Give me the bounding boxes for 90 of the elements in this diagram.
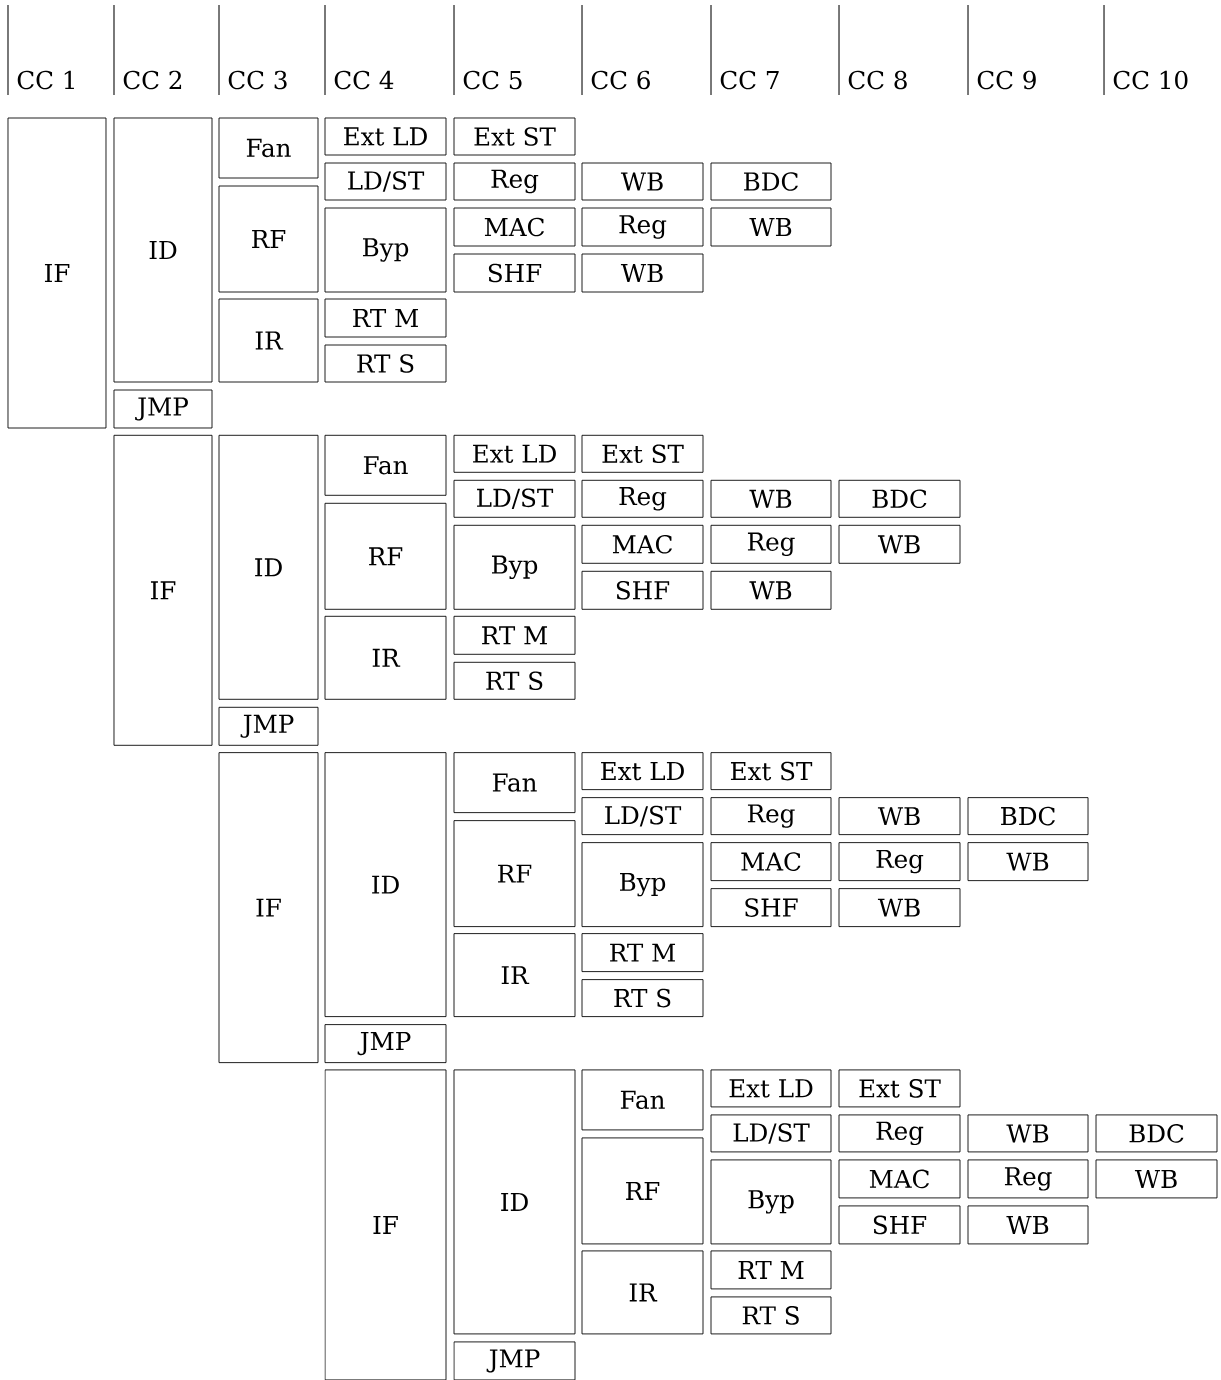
stage-box: WB: [967, 1114, 1089, 1153]
stage-box: Ext LD: [710, 1069, 832, 1108]
column-header: CC 6: [591, 70, 650, 90]
column-header: CC 1: [17, 70, 74, 90]
stage-box: ID: [218, 434, 319, 700]
stage-box: BDC: [967, 797, 1089, 836]
stage-box: WB: [838, 888, 961, 928]
stage-box: Byp: [453, 524, 576, 610]
stage-box: RT M: [453, 615, 576, 655]
stage-box: Reg: [453, 162, 576, 201]
stage-box: SHF: [838, 1205, 961, 1245]
stage-box: Reg: [967, 1159, 1089, 1199]
stage-box: JMP: [324, 1024, 447, 1064]
stage-box: IR: [324, 615, 447, 700]
stage-box: JMP: [218, 706, 319, 746]
stage-box: RT M: [710, 1250, 832, 1290]
stage-box: WB: [1095, 1159, 1218, 1199]
stage-box: WB: [710, 207, 832, 247]
stage-box: LD/ST: [710, 1114, 832, 1153]
stage-box: Ext LD: [324, 117, 447, 156]
stage-box: ID: [113, 117, 213, 383]
stage-box: WB: [967, 1205, 1089, 1245]
stage-box: RT S: [710, 1296, 832, 1335]
stage-box: BDC: [838, 479, 961, 518]
stage-box: MAC: [581, 524, 704, 564]
stage-box: Ext LD: [581, 752, 704, 791]
column-header: CC 4: [334, 70, 394, 90]
stage-box: Ext ST: [710, 752, 832, 791]
stage-box: MAC: [710, 842, 832, 882]
stage-box: WB: [581, 253, 704, 293]
stage-box: RT M: [324, 298, 447, 338]
stage-box: Reg: [710, 524, 832, 564]
stage-box: LD/ST: [453, 479, 576, 518]
stage-box: IR: [218, 298, 319, 383]
stage-box: WB: [581, 162, 704, 201]
stage-box: WB: [967, 842, 1089, 882]
stage-box: SHF: [710, 888, 832, 928]
stage-box: WB: [710, 570, 832, 610]
stage-box: Byp: [324, 207, 447, 293]
stage-box: JMP: [113, 389, 213, 429]
stage-box: IR: [581, 1250, 704, 1335]
stage-box: ID: [453, 1069, 576, 1335]
column-header: CC 9: [977, 70, 1036, 90]
stage-box: Byp: [710, 1159, 832, 1245]
stage-box: BDC: [710, 162, 832, 201]
stage-box: Fan: [581, 1069, 704, 1131]
stage-box: Reg: [838, 1114, 961, 1153]
column-header: CC 5: [463, 70, 522, 90]
stage-box: RF: [453, 820, 576, 928]
stage-box: MAC: [453, 207, 576, 247]
stage-box: IF: [113, 434, 213, 746]
stage-box: Byp: [581, 842, 704, 928]
stage-box: LD/ST: [581, 797, 704, 836]
column-header: CC 3: [228, 70, 287, 90]
column-header: CC 2: [123, 70, 182, 90]
stage-box: WB: [710, 479, 832, 518]
stage-box: Ext LD: [453, 434, 576, 473]
stage-box: Fan: [324, 434, 447, 496]
stage-box: RT S: [324, 344, 447, 383]
stage-box: WB: [838, 524, 961, 564]
stage-box: JMP: [453, 1341, 576, 1380]
stage-box: IF: [218, 752, 319, 1064]
stage-box: Reg: [710, 797, 832, 836]
stage-box: Ext ST: [838, 1069, 961, 1108]
stage-box: BDC: [1095, 1114, 1218, 1153]
column-header: CC 10: [1113, 70, 1188, 90]
stage-box: RT M: [581, 933, 704, 973]
stage-box: IF: [7, 117, 107, 429]
stage-box: Reg: [581, 207, 704, 247]
stage-box: SHF: [581, 570, 704, 610]
stage-box: LD/ST: [324, 162, 447, 201]
stage-box: RF: [218, 185, 319, 293]
stage-box: RF: [581, 1137, 704, 1245]
stage-box: Ext ST: [453, 117, 576, 156]
column-header: CC 7: [720, 70, 779, 90]
stage-box: RT S: [581, 979, 704, 1018]
stage-box: IF: [324, 1069, 447, 1380]
stage-box: RF: [324, 502, 447, 610]
stage-box: Fan: [453, 752, 576, 814]
stage-box: SHF: [453, 253, 576, 293]
stage-box: Fan: [218, 117, 319, 179]
stage-box: ID: [324, 752, 447, 1018]
stage-box: IR: [453, 933, 576, 1018]
stage-box: Ext ST: [581, 434, 704, 473]
stage-box: MAC: [838, 1159, 961, 1199]
stage-box: WB: [838, 797, 961, 836]
stage-box: Reg: [838, 842, 961, 882]
stage-box: RT S: [453, 661, 576, 700]
stage-box: Reg: [581, 479, 704, 518]
column-header: CC 8: [848, 70, 907, 90]
